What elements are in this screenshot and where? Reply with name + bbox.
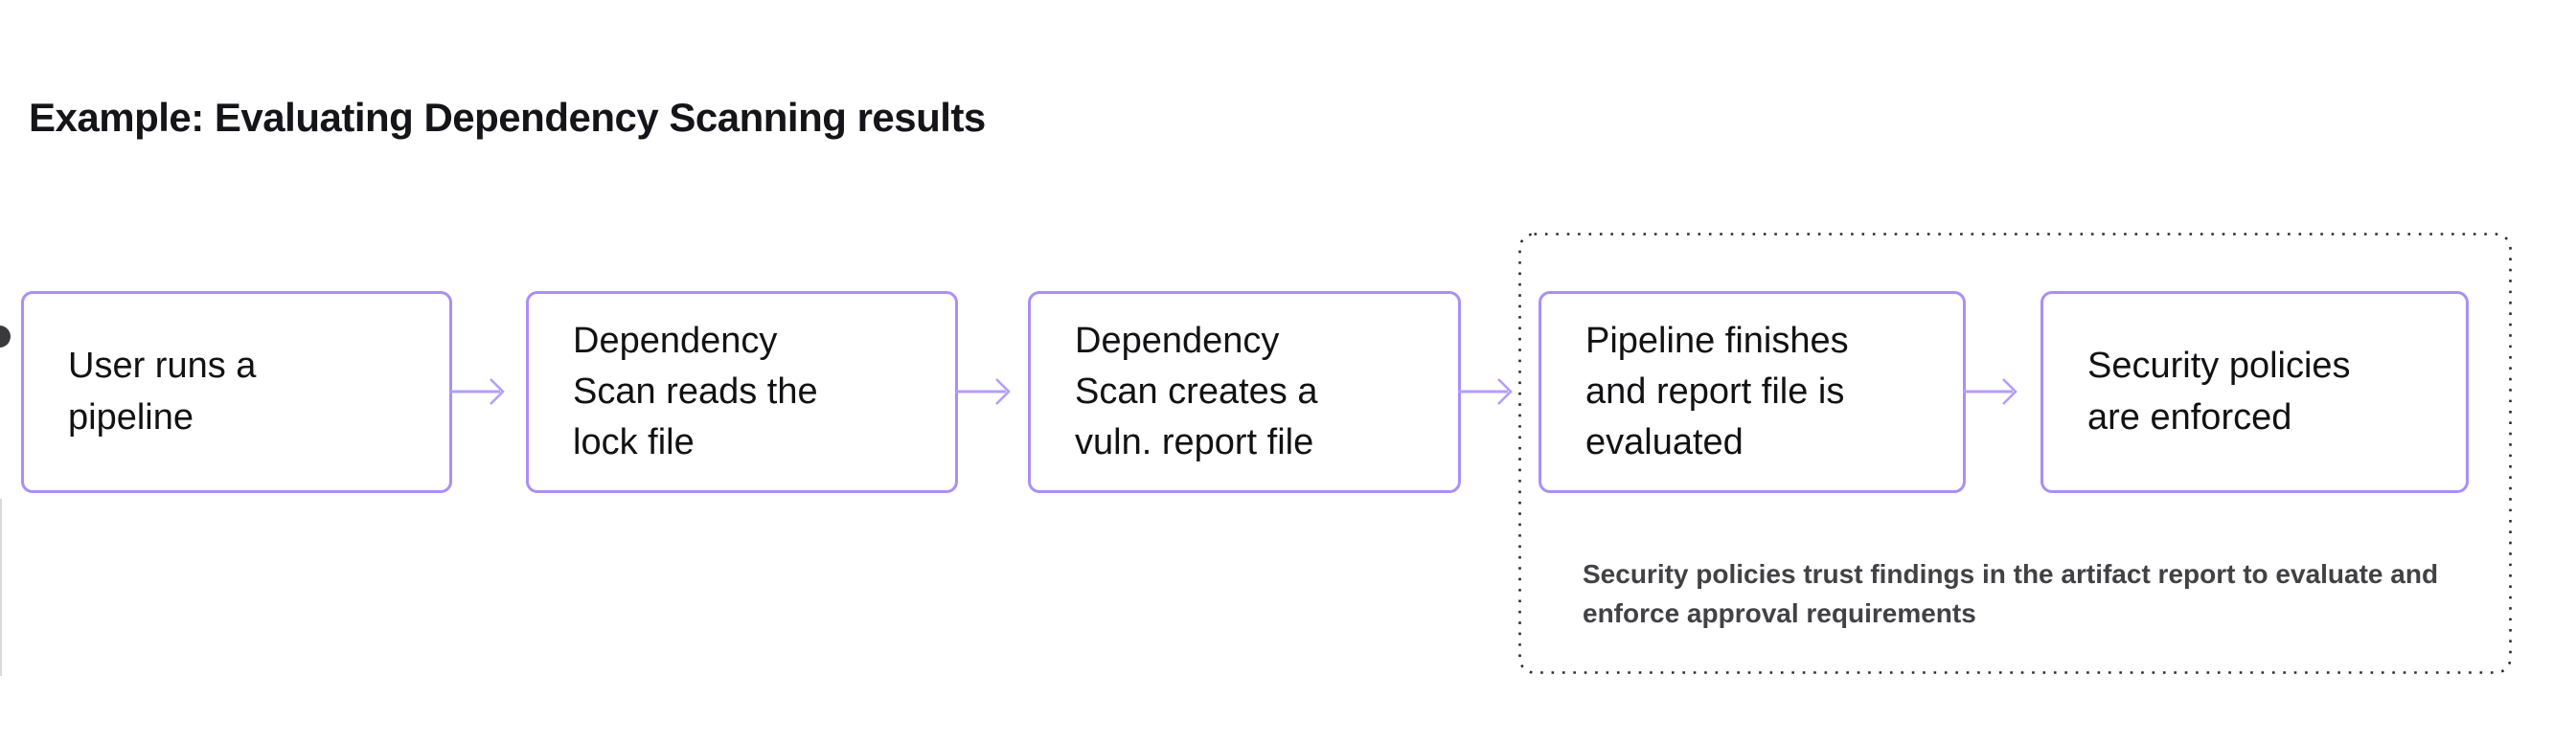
left-edge-clipped-line — [0, 499, 2, 676]
flow-arrow-icon — [450, 378, 505, 405]
flow-arrow-icon — [956, 378, 1011, 405]
diagram-title: Example: Evaluating Dependency Scanning … — [29, 95, 986, 140]
flow-step-label: Pipeline finishes and report file is eva… — [1585, 320, 1849, 463]
clipped-circle-bullet-icon — [0, 326, 11, 348]
flow-step-scan-reads-lock-file: Dependency Scan reads the lock file — [526, 291, 958, 493]
flow-arrow-icon — [1963, 378, 2017, 405]
policy-evaluation-group-outline — [1518, 233, 2512, 674]
flow-step-scan-creates-vuln-report: Dependency Scan creates a vuln. report f… — [1028, 291, 1461, 493]
flow-step-label: Dependency Scan creates a vuln. report f… — [1075, 320, 1318, 463]
policy-trust-note: Security policies trust findings in the … — [1583, 559, 2439, 628]
flow-step-label: Security policies are enforced — [2087, 346, 2351, 438]
flow-step-user-runs-pipeline: User runs a pipeline — [21, 291, 452, 493]
flow-step-pipeline-finishes-report-evaluated: Pipeline finishes and report file is eva… — [1539, 291, 1966, 493]
flow-step-security-policies-enforced: Security policies are enforced — [2040, 291, 2469, 493]
flow-step-label: Dependency Scan reads the lock file — [573, 320, 818, 463]
flow-step-label: User runs a pipeline — [68, 346, 257, 438]
flow-arrow-icon — [1458, 378, 1513, 405]
